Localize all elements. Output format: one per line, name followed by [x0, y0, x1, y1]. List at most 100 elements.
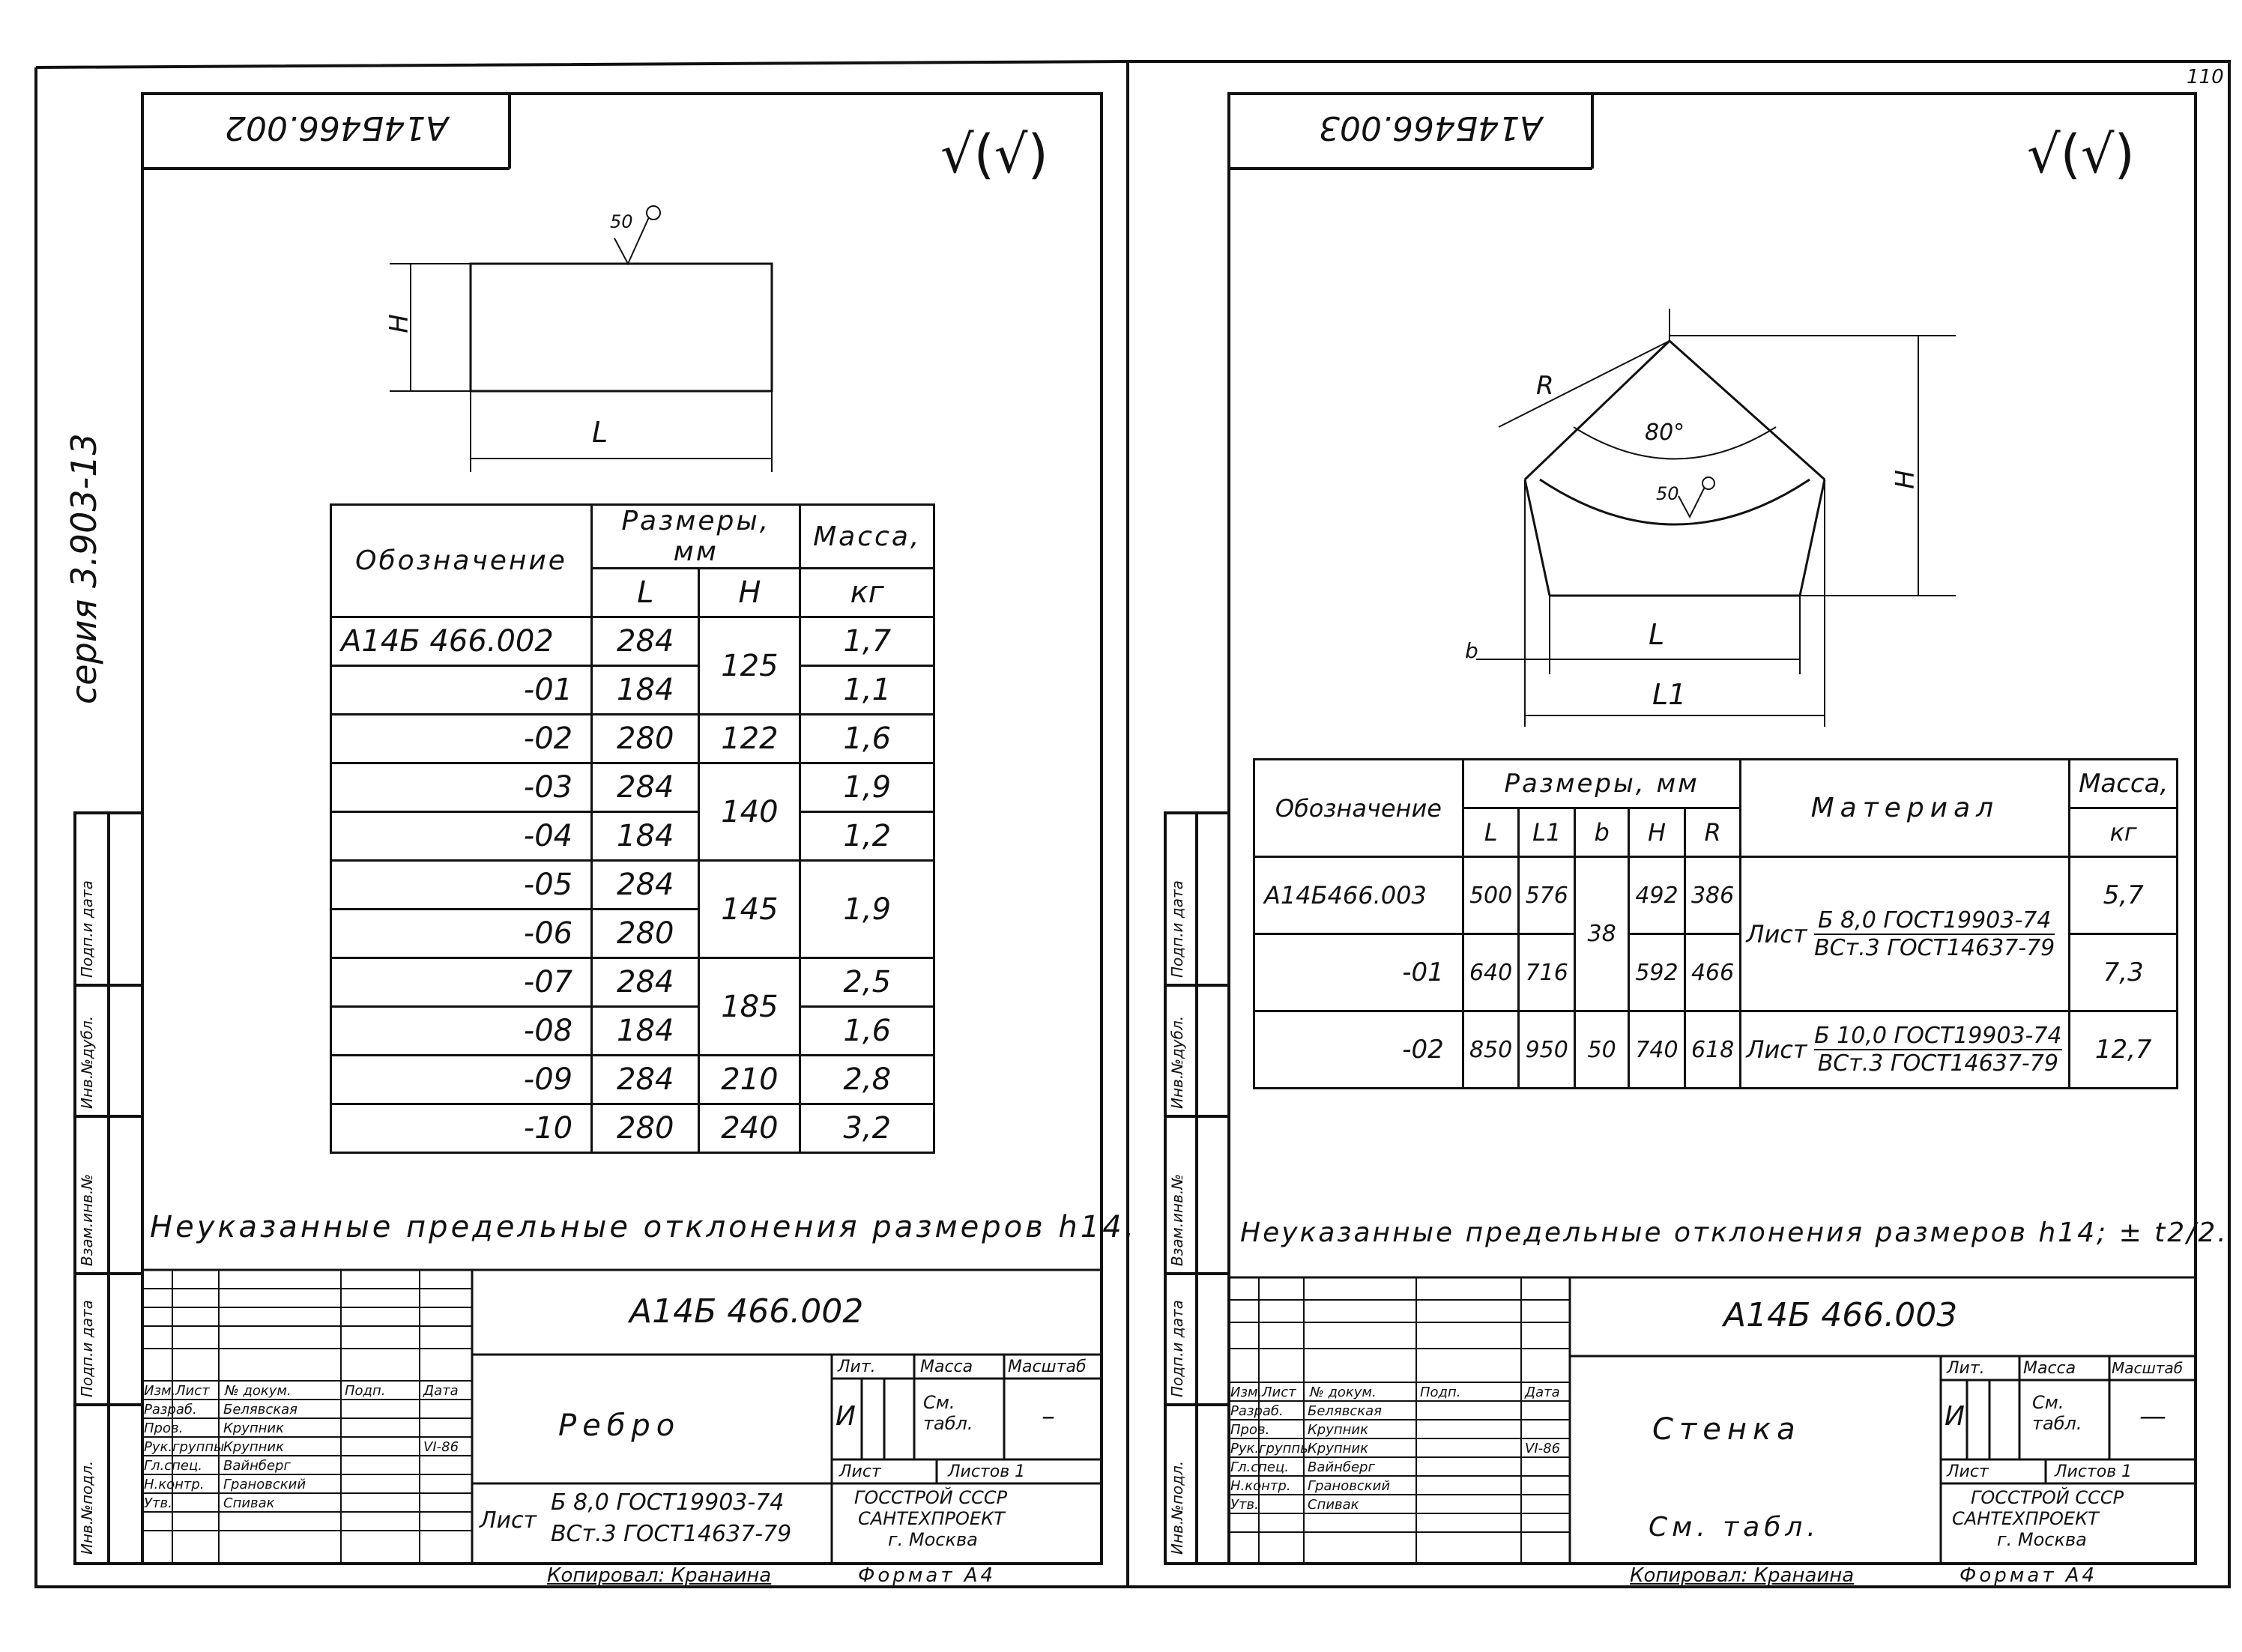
right-role-list: Лист: [1262, 1385, 1296, 1400]
right-row-2-mass: 12,7: [2068, 1010, 2178, 1089]
right-person-2-role: Рук.группы: [1230, 1441, 1311, 1456]
left-row-5-des: -05: [329, 859, 593, 910]
left-row-2-mass: 1,6: [799, 713, 935, 764]
left-stamp-material-label: Лист: [480, 1507, 537, 1534]
left-stamp-lit: Лит.: [838, 1358, 876, 1376]
right-stamp-lit: Лит.: [1947, 1359, 1985, 1378]
left-person-2-name: Крупник: [223, 1439, 284, 1455]
left-stamp-org-3: г. Москва: [888, 1529, 978, 1550]
right-stamp-scale-val: —: [2139, 1401, 2166, 1432]
left-dim-L: L: [592, 416, 608, 449]
left-roughness-mark: 50: [610, 211, 633, 232]
table-row: -02 280 122 1,6: [329, 713, 935, 764]
left-row-1-des: -01: [329, 665, 593, 715]
left-stamp-scale-val: –: [1042, 1401, 1055, 1432]
left-person-1-role: Пров.: [144, 1420, 184, 1436]
left-row-7-mass: 2,5: [799, 957, 935, 1008]
left-stamp-mass-val: См. табл.: [923, 1392, 973, 1434]
right-role-izm: Изм.: [1230, 1385, 1263, 1400]
left-row-8-mass: 1,6: [799, 1005, 935, 1056]
left-role-izm: Изм.: [144, 1383, 176, 1399]
right-row-2-mat-label: Лист: [1746, 1035, 1807, 1064]
right-row-1-L: 640: [1461, 933, 1520, 1012]
right-row-2-b: 50: [1574, 1010, 1631, 1089]
right-format: Формат А4: [1960, 1564, 2098, 1587]
right-row-2-des: -02: [1253, 1010, 1464, 1089]
right-row-2-R: 618: [1683, 1010, 1742, 1089]
left-role-date: Дата: [423, 1383, 459, 1399]
right-person-0-role: Разраб.: [1230, 1403, 1284, 1419]
right-row-0-mass: 5,7: [2068, 856, 2178, 935]
left-role-list: Лист: [175, 1383, 210, 1399]
right-row-0-L: 500: [1461, 856, 1520, 935]
right-row-2-material: Лист Б 10,0 ГОСТ19903-74 ВСт.3 ГОСТ14637…: [1739, 1010, 2071, 1089]
left-person-0-role: Разраб.: [144, 1402, 197, 1417]
right-row-2-L: 850: [1461, 1010, 1520, 1089]
left-row-3-des: -03: [329, 762, 593, 813]
right-row-0-mat-2: ВСт.3 ГОСТ14637-79: [1814, 934, 2055, 961]
right-row-2-mat-2: ВСт.3 ГОСТ14637-79: [1817, 1050, 2058, 1077]
left-th-mass-unit: кг: [799, 567, 935, 618]
left-row-9-des: -09: [329, 1054, 593, 1105]
left-th-designation: Обозначение: [329, 503, 593, 618]
right-spec-table: Обозначение Размеры, мм Материал Масса, …: [1253, 758, 2178, 1089]
left-row-10-H: 240: [698, 1103, 802, 1154]
left-row-7-des: -07: [329, 957, 593, 1008]
left-stamp-scale: Масштаб: [1008, 1358, 1087, 1376]
right-row-1-mass: 7,3: [2068, 933, 2178, 1012]
left-row-4-mass: 1,2: [799, 811, 935, 862]
left-row-4-L: 184: [590, 811, 701, 862]
left-row-3-H: 140: [698, 762, 802, 862]
left-row-9-H: 210: [698, 1054, 802, 1105]
right-note: Неуказанные предельные отклонения размер…: [1240, 1217, 2229, 1248]
right-stamp-scale: Масштаб: [2112, 1359, 2184, 1377]
right-dim-R: R: [1536, 371, 1554, 401]
right-roughness-mark: 50: [1656, 483, 1679, 504]
right-person-1-role: Пров.: [1230, 1422, 1270, 1438]
left-row-1-L: 184: [590, 665, 701, 715]
left-row-10-des: -10: [329, 1103, 593, 1154]
sheet-number: 110: [2187, 66, 2224, 88]
right-row-2-mat-1: Б 10,0 ГОСТ19903-74: [1814, 1023, 2062, 1050]
right-row-0-R: 386: [1683, 856, 1742, 935]
right-stamp-title: Стенка: [1652, 1412, 1801, 1447]
left-row-10-mass: 3,2: [799, 1103, 935, 1154]
left-stamp-org-2: САНТЕХПРОЕКТ: [858, 1508, 1005, 1529]
left-th-mass: Масса,: [799, 503, 935, 569]
left-row-0-L: 284: [590, 616, 701, 667]
right-person-3-name: Вайнберг: [1308, 1459, 1375, 1475]
left-stamp-sheet: Лист: [839, 1462, 881, 1481]
right-th-L1: L1: [1517, 807, 1577, 858]
right-row-0-L1: 576: [1517, 856, 1577, 935]
right-row-1-H: 592: [1628, 933, 1686, 1012]
left-row-6-L: 280: [590, 908, 701, 959]
right-row-2-H: 740: [1628, 1010, 1686, 1089]
right-row-0-mat-label: Лист: [1746, 919, 1807, 948]
table-row: -07 284 185 2,5: [329, 957, 935, 1056]
right-row-1-L1: 716: [1517, 933, 1577, 1012]
right-roughness-symbol: √(√): [2027, 124, 2135, 185]
right-th-mass-unit: кг: [2068, 807, 2178, 858]
left-stamp-sheets: Листов 1: [948, 1462, 1026, 1481]
right-row-2-L1: 950: [1517, 1010, 1577, 1089]
left-row-2-des: -02: [329, 713, 593, 764]
left-format: Формат А4: [858, 1564, 997, 1587]
table-row: -01 640 716 592 466 7,3: [1253, 933, 2178, 1012]
right-person-3-role: Гл.спец.: [1230, 1459, 1289, 1475]
right-person-5-role: Утв.: [1230, 1497, 1259, 1513]
left-row-8-des: -08: [329, 1005, 593, 1056]
right-stamp-code: А14Б 466.003: [1723, 1296, 1958, 1334]
table-row: -08 184 1,6: [329, 1005, 935, 1056]
right-stamp-org-1: ГОССТРОЙ СССР: [1971, 1487, 2124, 1508]
right-row-0-b: 38: [1574, 856, 1631, 1012]
left-row-2-H: 122: [698, 713, 802, 764]
left-row-7-H: 185: [698, 957, 802, 1056]
right-person-2-name: Крупник: [1308, 1441, 1368, 1456]
left-row-5-H: 145: [698, 859, 802, 959]
left-row-0-H: 125: [698, 616, 802, 715]
left-person-4-name: Грановский: [223, 1477, 306, 1492]
right-angle: 80°: [1645, 420, 1685, 446]
table-row: -03 284 140 1,9: [329, 762, 935, 862]
